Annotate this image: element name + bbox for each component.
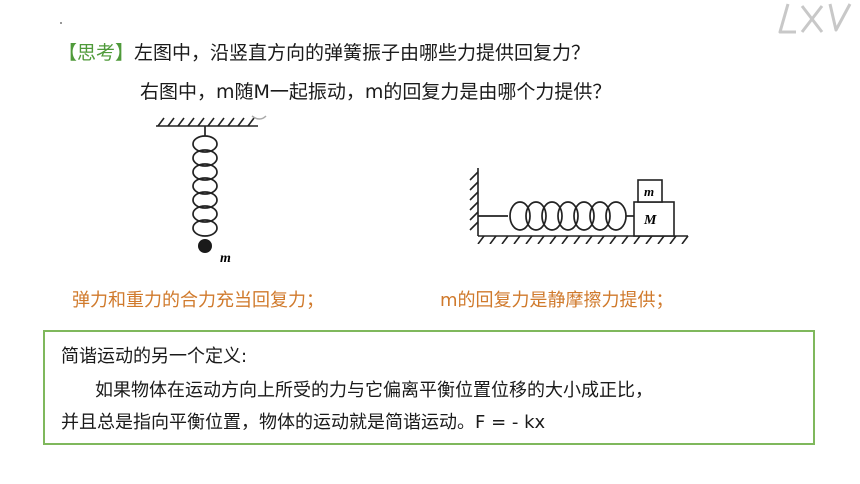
horizontal-spring-figure: m M <box>469 168 689 244</box>
block-small-label: m <box>644 184 654 199</box>
question-1-text: 左图中，沿竖直方向的弹簧振子由哪些力提供回复力？ <box>134 42 591 64</box>
answer-right: m的回复力是静摩擦力提供； <box>440 290 674 311</box>
hanging-mass <box>198 239 212 253</box>
brand-logo <box>778 3 852 34</box>
block-big-label: M <box>643 213 657 228</box>
question-2-text: 右图中，m随M一起振动，m的回复力是由哪个力提供？ <box>140 81 612 103</box>
vertical-spring-figure: m <box>156 115 267 266</box>
definition-title: 简谐运动的另一个定义: <box>61 346 248 367</box>
mass-label-left: m <box>220 251 231 266</box>
think-tag: 【思考】 <box>58 42 135 64</box>
block-small-m <box>637 179 663 203</box>
horizontal-spring <box>478 201 634 231</box>
definition-box: 简谐运动的另一个定义: 如果物体在运动方向上所受的力与它偏离平衡位置位移的大小成… <box>43 330 815 445</box>
ceiling-support <box>156 117 258 127</box>
decorative-dot <box>60 22 62 24</box>
question-line-2: 右图中，m随M一起振动，m的回复力是由哪个力提供？ <box>140 79 611 105</box>
question-line-1: 【思考】左图中，沿竖直方向的弹簧振子由哪些力提供回复力？ <box>58 40 590 66</box>
definition-body-line-1: 如果物体在运动方向上所受的力与它偏离平衡位置位移的大小成正比， <box>95 380 653 401</box>
block-big-M <box>633 201 675 237</box>
answer-left: 弹力和重力的合力充当回复力； <box>72 290 324 311</box>
vertical-spring <box>192 126 218 237</box>
definition-body-line-2: 并且总是指向平衡位置，物体的运动就是简谐运动。F = - kx <box>61 412 546 433</box>
wall-support <box>469 168 479 236</box>
floor-support <box>477 235 689 244</box>
